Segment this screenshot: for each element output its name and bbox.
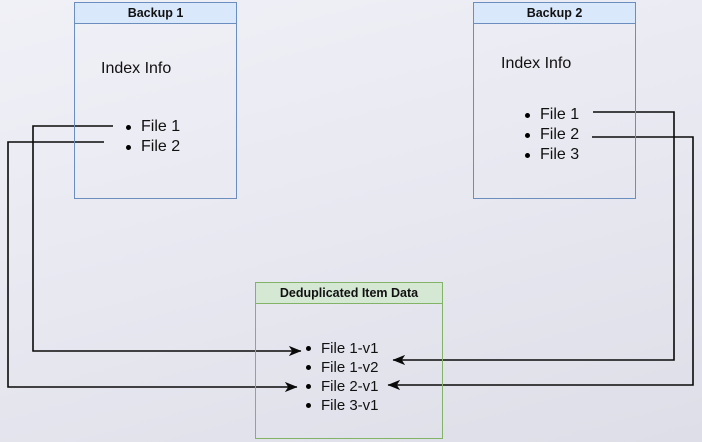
- backup2-title: Backup 2: [474, 3, 635, 24]
- bullet-icon: [306, 365, 311, 370]
- backup1-file1-label: File 1: [141, 118, 181, 135]
- dedup-file1-v2-label: File 1-v2: [321, 359, 379, 376]
- dedup-box: Deduplicated Item Data File 1-v1 File 1-…: [255, 282, 443, 439]
- bullet-icon: [306, 346, 311, 351]
- bullet-icon: [126, 124, 131, 130]
- backup1-file-list: File 1 File 2: [126, 117, 180, 157]
- bullet-icon: [306, 384, 311, 389]
- bullet-icon: [525, 112, 530, 118]
- list-item: File 2-v1: [306, 377, 379, 396]
- list-item: File 3: [525, 145, 579, 165]
- backup2-file-list: File 1 File 2 File 3: [525, 105, 579, 165]
- bullet-icon: [525, 132, 530, 138]
- backup1-file2-label: File 2: [141, 138, 181, 155]
- dedup-file2-v1-label: File 2-v1: [321, 378, 379, 395]
- dedup-file1-v1-label: File 1-v1: [321, 340, 379, 357]
- backup2-file3-label: File 3: [540, 146, 580, 163]
- list-item: File 3-v1: [306, 396, 379, 415]
- list-item: File 2: [126, 137, 180, 157]
- list-item: File 1-v1: [306, 339, 379, 358]
- backup1-index-info-label: Index Info: [101, 60, 172, 77]
- list-item: File 1-v2: [306, 358, 379, 377]
- backup1-box: Backup 1 Index Info File 1 File 2: [74, 2, 237, 199]
- dedup-title: Deduplicated Item Data: [256, 283, 442, 304]
- backup2-file2-label: File 2: [540, 126, 580, 143]
- dedup-item-list: File 1-v1 File 1-v2 File 2-v1 File 3-v1: [306, 339, 379, 415]
- dedup-file3-v1-label: File 3-v1: [321, 397, 379, 414]
- backup2-index-info-label: Index Info: [501, 55, 572, 72]
- list-item: File 2: [525, 125, 579, 145]
- list-item: File 1: [126, 117, 180, 137]
- bullet-icon: [525, 152, 530, 158]
- list-item: File 1: [525, 105, 579, 125]
- bullet-icon: [306, 403, 311, 408]
- backup1-title: Backup 1: [75, 3, 236, 24]
- backup2-box: Backup 2 Index Info File 1 File 2 File 3: [473, 2, 636, 199]
- bullet-icon: [126, 144, 131, 150]
- backup2-file1-label: File 1: [540, 106, 580, 123]
